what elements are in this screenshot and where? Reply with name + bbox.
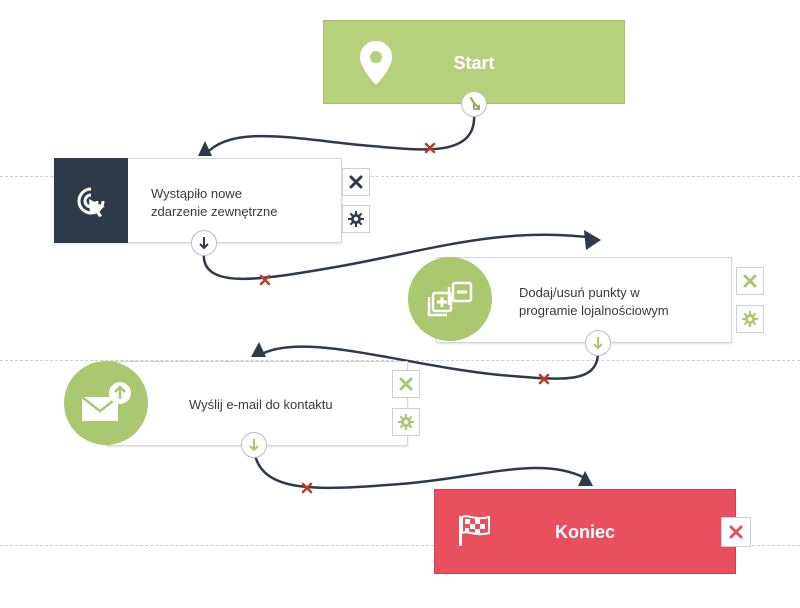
start-output-port[interactable] [461,91,487,117]
points-settings-button[interactable] [736,305,764,333]
email-settings-button[interactable] [392,408,420,436]
points-label-line2: programie lojalnościowym [519,303,669,318]
arrowhead [251,342,266,357]
cursor-click-icon [77,187,105,217]
arrow-down-icon [199,237,209,250]
remove-link-icon[interactable] [424,141,436,159]
lane-separator [0,545,800,546]
points-icon-circle [408,257,492,341]
points-close-button[interactable] [736,267,764,295]
end-title: Koniec [554,522,615,542]
connector-email-to-end [252,449,586,490]
checkered-flag-icon [457,514,493,553]
points-label-line1: Dodaj/usuń punkty w [519,285,640,300]
close-icon [399,377,413,391]
connector-start-to-event [204,111,476,156]
event-settings-button[interactable] [342,205,370,233]
end-close-button[interactable] [721,517,751,547]
plus-minus-icon [427,281,473,317]
gear-icon [348,211,364,227]
points-output-port[interactable] [585,330,611,356]
event-icon-tile [54,158,128,243]
gear-icon [398,414,414,430]
start-title: Start [453,52,495,73]
event-label-line1: Wystąpiło nowe [151,186,242,201]
email-node[interactable]: Wyślij e-mail do kontaktu [106,361,408,446]
connector-event-to-points [202,233,596,280]
gear-icon [742,311,758,327]
remove-link-icon[interactable] [259,273,271,291]
split-icon [470,97,480,110]
arrowhead [578,471,593,486]
arrowhead [584,230,601,250]
map-pin-icon [356,39,396,92]
connector-points-to-email [257,345,600,380]
lane-separator [0,176,800,177]
email-icon-circle [64,361,148,445]
end-node[interactable]: Koniec [434,489,736,574]
envelope-upload-icon [81,382,131,421]
close-icon [743,274,757,288]
close-icon [729,525,743,539]
email-label: Wyślij e-mail do kontaktu [189,397,333,412]
event-close-button[interactable] [342,168,370,196]
event-label-line2: zdarzenie zewnętrzne [151,204,278,219]
arrowhead [198,141,212,156]
event-output-port[interactable] [191,230,217,256]
arrow-down-icon [249,439,259,452]
arrow-down-icon [593,337,603,350]
email-close-button[interactable] [392,370,420,398]
email-output-port[interactable] [241,432,267,458]
start-node[interactable]: Start [323,20,625,104]
remove-link-icon[interactable] [301,481,313,499]
remove-link-icon[interactable] [538,372,550,390]
close-icon [349,175,363,189]
